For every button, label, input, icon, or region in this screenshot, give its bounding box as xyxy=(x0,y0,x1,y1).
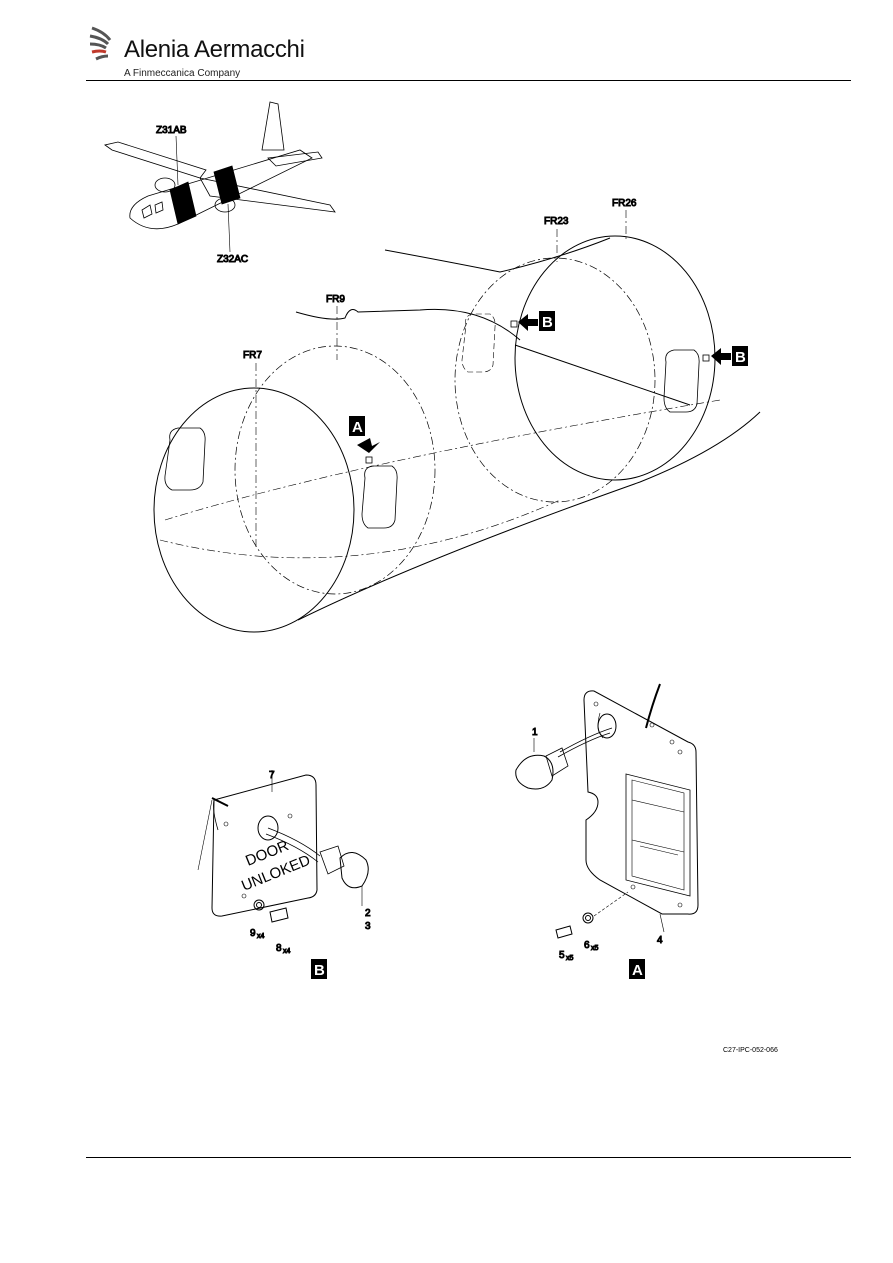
company-logo: Alenia Aermacchi A Finmeccanica Company xyxy=(86,22,346,82)
item-6: 6 xyxy=(584,940,590,951)
item-8-qty: x4 xyxy=(283,948,291,955)
brand-name: Alenia Aermacchi xyxy=(124,36,305,63)
view-tag-b-side: B xyxy=(735,349,746,366)
view-tag-b-aft: B xyxy=(542,314,553,331)
item-1: 1 xyxy=(532,727,538,738)
item-3: 3 xyxy=(365,921,371,932)
view-tag-a: A xyxy=(352,419,363,436)
item-9: 9 xyxy=(250,928,256,939)
frame-label-fr23: FR23 xyxy=(544,216,569,227)
zone-label-left: Z31AB xyxy=(156,125,187,136)
header-rule xyxy=(86,80,851,81)
item-8: 8 xyxy=(276,943,282,954)
item-5-qty: x5 xyxy=(566,955,574,962)
item-4: 4 xyxy=(657,935,663,946)
item-6-qty: x5 xyxy=(591,945,599,952)
frame-label-fr26: FR26 xyxy=(612,198,637,209)
footer-rule xyxy=(86,1157,851,1158)
aircraft-locator xyxy=(104,101,336,253)
detail-a-tag: A xyxy=(632,962,643,979)
zone-label-right: Z32AC xyxy=(217,254,248,265)
frame-label-fr7: FR7 xyxy=(243,350,262,361)
item-2: 2 xyxy=(365,908,371,919)
fuselage-section xyxy=(153,210,761,633)
frame-label-fr9: FR9 xyxy=(326,294,345,305)
item-5: 5 xyxy=(559,950,565,961)
detail-b-tag: B xyxy=(314,962,325,979)
item-7: 7 xyxy=(269,770,275,781)
logo-swoosh-icon xyxy=(89,26,112,61)
item-9-qty: x4 xyxy=(257,933,265,940)
detail-b xyxy=(197,770,369,979)
brand-subtitle: A Finmeccanica Company xyxy=(124,68,241,79)
detail-a xyxy=(515,683,699,979)
figure-reference: C27-IPC-052-066 xyxy=(723,1047,778,1054)
